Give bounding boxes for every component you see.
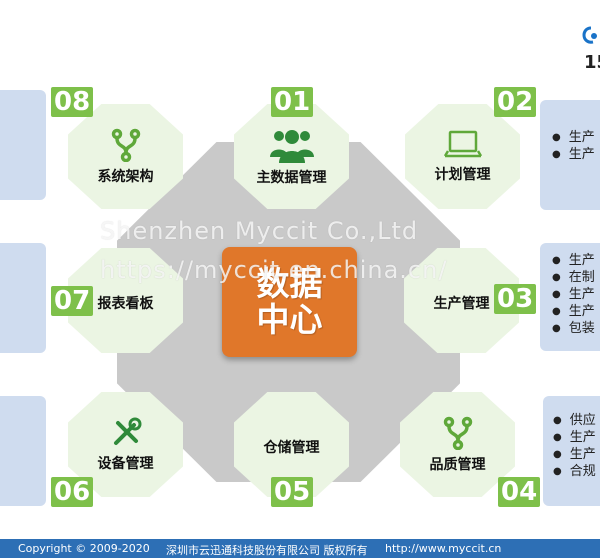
data-center-box[interactable]: 数据中心 (222, 247, 357, 357)
branch-icon (111, 128, 140, 162)
watermark-line1: Shenzhen Myccit Co.,Ltd (100, 217, 419, 245)
node-label: 系统架构 (97, 168, 154, 185)
list-item: 生产 (552, 147, 600, 164)
node-master-data[interactable]: 主数据管理 (234, 104, 349, 209)
node-number-01: 01 (271, 87, 314, 117)
node-number-06: 06 (51, 477, 94, 507)
list-item: 生产 (553, 447, 600, 464)
node-quality[interactable]: 品质管理 (400, 392, 515, 497)
footer-company: 深圳市云迅通科技股份有限公司 版权所有 (166, 544, 368, 557)
tools-icon (113, 417, 141, 445)
footer-copyright: Copyright © 2009-2020 (18, 542, 150, 555)
node-number-03: 03 (494, 284, 537, 314)
node-planning[interactable]: 计划管理 (405, 104, 520, 209)
node-label: 计划管理 (434, 166, 491, 183)
node-system-architecture[interactable]: 系统架构 (68, 104, 183, 209)
watermark-line2: https://myccit.en.china.cn/ (100, 256, 448, 284)
footer-url-link[interactable]: http://www.myccit.cn (385, 542, 502, 555)
list-item: 生产 (552, 287, 600, 304)
logo-text: 15 (584, 52, 600, 73)
logo-icon (582, 26, 597, 44)
node-label: 主数据管理 (256, 169, 327, 186)
list-item: 在制 (552, 270, 600, 287)
list-item: 生产 (552, 304, 600, 321)
laptop-icon (443, 130, 482, 157)
branch-icon (443, 416, 472, 450)
node-label: 品质管理 (429, 456, 486, 473)
info-panel-production: 生产 在制 生产 生产 包装 (540, 243, 600, 351)
info-panel-left-bottom (0, 396, 46, 506)
node-label: 报表看板 (97, 295, 154, 312)
node-number-05: 05 (271, 477, 314, 507)
node-label: 设备管理 (97, 455, 154, 472)
list-item: 供应 (553, 413, 600, 430)
info-panel-plan: 生产 生产 (540, 100, 600, 210)
list-item: 包装 (552, 321, 600, 338)
node-label: 生产管理 (433, 295, 490, 312)
list-item: 生产 (552, 253, 600, 270)
list-item: 合规 (553, 464, 600, 481)
list-item: 生产 (553, 430, 600, 447)
users-icon (269, 129, 314, 163)
node-number-02: 02 (494, 87, 537, 117)
list-item: 生产 (552, 130, 600, 147)
info-panel-quality: 供应 生产 生产 合规 (543, 396, 600, 506)
info-panel-left-middle (0, 243, 46, 353)
footer-bar: Copyright © 2009-2020 深圳市云迅通科技股份有限公司 版权所… (0, 539, 600, 558)
node-number-04: 04 (498, 477, 541, 507)
node-number-07: 07 (51, 286, 94, 316)
node-warehouse[interactable]: 仓储管理 (234, 392, 349, 497)
node-number-08: 08 (51, 87, 94, 117)
node-label: 仓储管理 (263, 439, 320, 456)
info-panel-left-top (0, 90, 46, 200)
data-center-label: 数据中心 (256, 264, 323, 339)
